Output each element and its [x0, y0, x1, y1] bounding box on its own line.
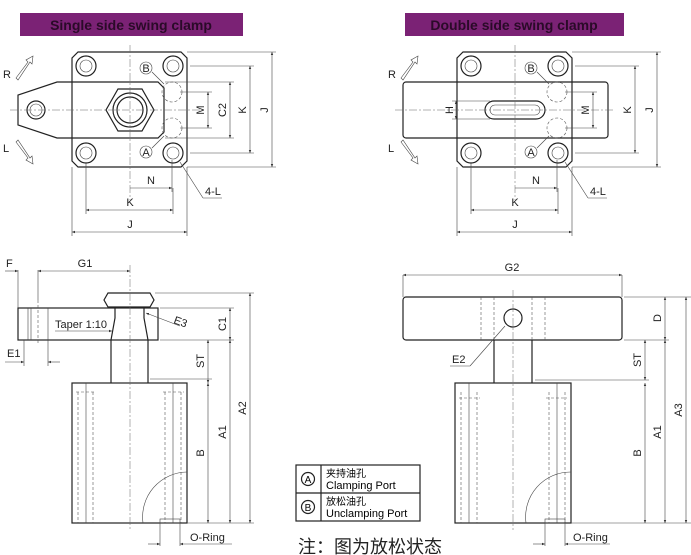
svg-text:J: J — [259, 107, 271, 113]
svg-text:B: B — [195, 449, 207, 456]
svg-text:E1: E1 — [7, 348, 20, 360]
svg-text:B: B — [142, 63, 149, 75]
svg-text:G1: G1 — [78, 258, 93, 270]
svg-text:J: J — [644, 107, 656, 113]
single-top-view: B A R L M C2 K J N K J 4-L — [3, 45, 276, 236]
svg-text:N: N — [532, 175, 540, 187]
legend-symbol-b: B — [305, 503, 312, 514]
port-legend: A 夹持油孔 Clamping Port B 放松油孔 Unclamping P… — [295, 464, 421, 522]
double-top-view: B A R L H M K J N K J 4-L — [388, 45, 661, 236]
svg-text:K: K — [126, 197, 134, 209]
svg-text:M: M — [195, 105, 207, 114]
rotate-right-arrow-icon — [15, 55, 34, 81]
svg-text:G2: G2 — [505, 262, 520, 274]
legend-cn-b: 放松油孔 — [326, 495, 366, 508]
legend-symbol-a: A — [305, 475, 312, 486]
rotate-left-arrow-icon — [400, 139, 419, 165]
double-title: Double side swing clamp — [430, 17, 597, 33]
bolt-holes — [460, 55, 569, 164]
svg-text:A3: A3 — [673, 403, 685, 416]
svg-text:K: K — [511, 197, 519, 209]
svg-text:A1: A1 — [652, 425, 664, 438]
svg-text:4-L: 4-L — [590, 186, 606, 198]
svg-text:F: F — [6, 258, 13, 270]
single-side-view: F G1 Taper 1:10 E3 E1 C1 ST B A1 A2 O-Ri… — [5, 258, 254, 546]
svg-text:ST: ST — [632, 353, 644, 367]
legend-cn-a: 夹持油孔 — [326, 467, 366, 480]
double-title-banner: Double side swing clamp — [405, 13, 624, 36]
svg-text:J: J — [127, 219, 133, 231]
svg-text:D: D — [652, 314, 664, 322]
svg-text:L: L — [3, 143, 9, 155]
rotate-left-arrow-icon — [15, 139, 34, 165]
legend-en-a: Clamping Port — [326, 480, 396, 492]
note-text: 注：图为放松状态 — [298, 537, 442, 555]
svg-text:A2: A2 — [237, 401, 249, 414]
legend-en-b: Unclamping Port — [326, 508, 407, 520]
svg-text:B: B — [527, 63, 534, 75]
svg-text:R: R — [388, 69, 396, 81]
svg-text:L: L — [388, 143, 394, 155]
svg-text:J: J — [512, 219, 518, 231]
svg-text:N: N — [147, 175, 155, 187]
svg-text:B: B — [632, 449, 644, 456]
svg-text:K: K — [237, 106, 249, 114]
single-title-banner: Single side swing clamp — [20, 13, 243, 36]
svg-text:K: K — [622, 106, 634, 114]
svg-text:C1: C1 — [217, 317, 229, 331]
svg-text:A: A — [142, 147, 150, 159]
svg-text:C2: C2 — [217, 103, 229, 117]
svg-text:ST: ST — [195, 354, 207, 368]
svg-text:E3: E3 — [172, 315, 189, 331]
svg-text:A: A — [527, 147, 535, 159]
svg-text:4-L: 4-L — [205, 186, 221, 198]
svg-text:A1: A1 — [217, 425, 229, 438]
svg-text:O-Ring: O-Ring — [190, 532, 225, 544]
svg-text:M: M — [580, 105, 592, 114]
bolt-holes — [75, 55, 184, 164]
svg-text:E2: E2 — [452, 354, 465, 366]
svg-text:Taper 1:10: Taper 1:10 — [55, 319, 107, 331]
svg-text:R: R — [3, 69, 11, 81]
double-side-view: G2 E2 D ST B A1 A3 O-Ring — [402, 262, 691, 546]
rotate-right-arrow-icon — [400, 55, 419, 81]
single-title: Single side swing clamp — [50, 17, 212, 33]
svg-text:H: H — [444, 106, 456, 114]
svg-text:O-Ring: O-Ring — [573, 532, 608, 544]
